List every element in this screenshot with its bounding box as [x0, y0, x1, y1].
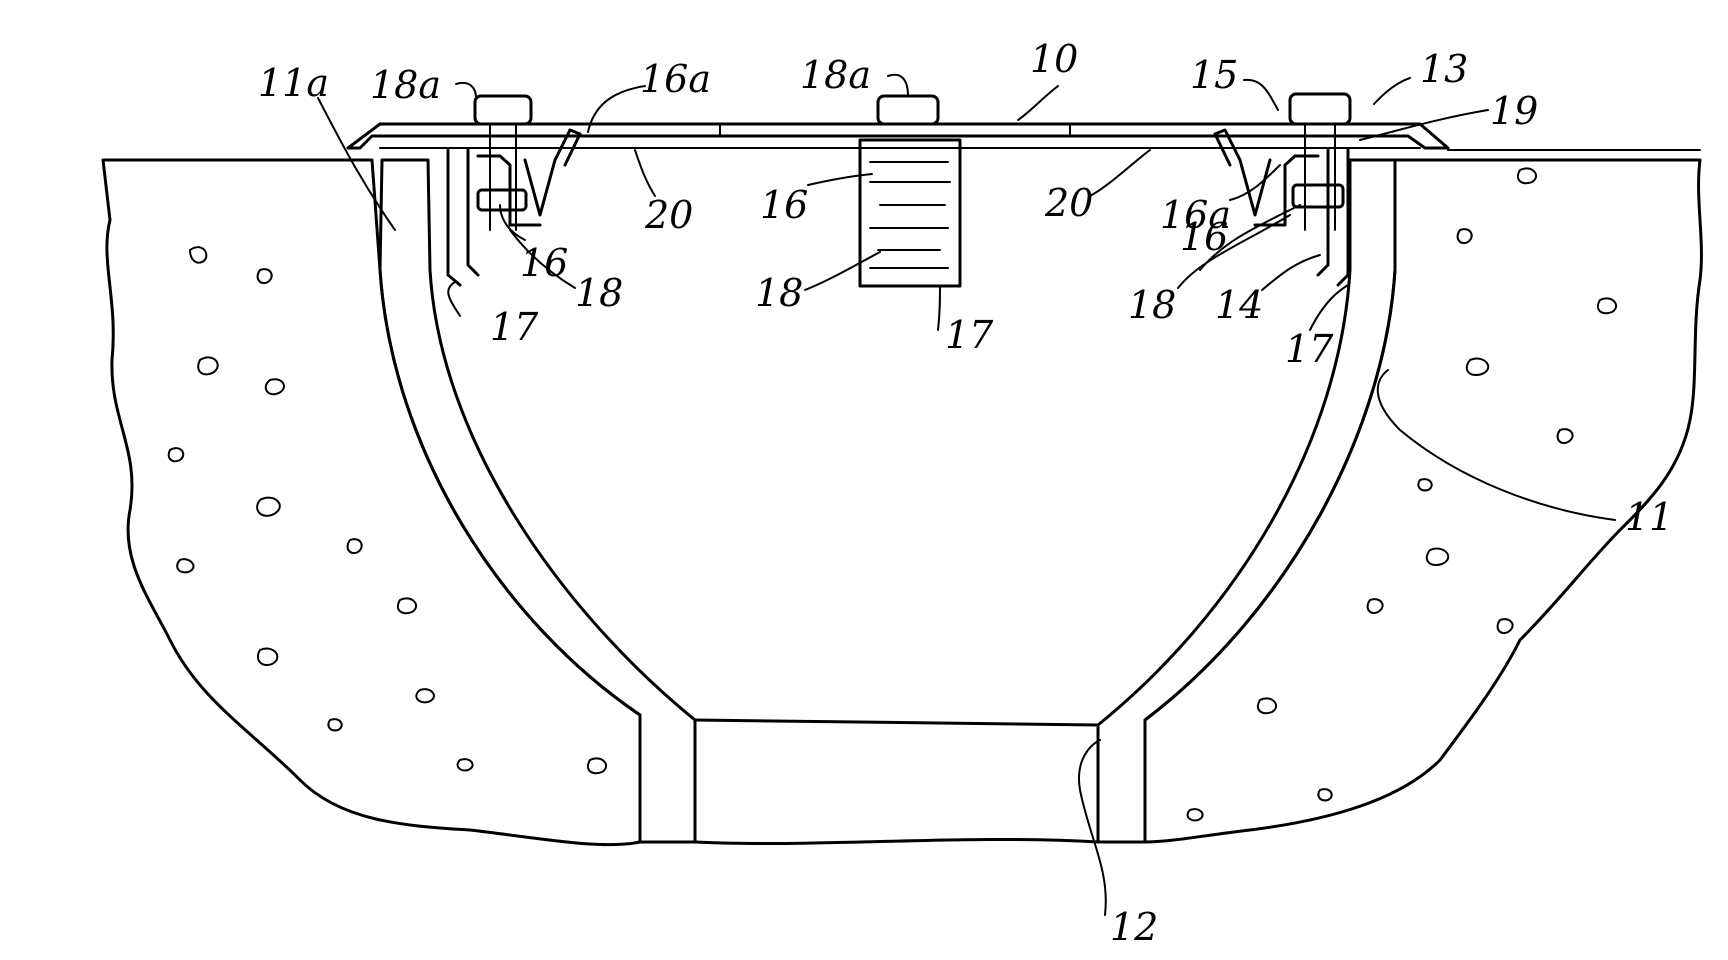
- label-14: 14: [1215, 283, 1263, 327]
- label-16-left: 16: [520, 241, 568, 285]
- label-12: 12: [1110, 905, 1158, 949]
- label-19: 19: [1490, 89, 1538, 133]
- label-10: 10: [1030, 37, 1078, 81]
- label-18a-center: 18a: [800, 53, 871, 97]
- label-11: 11: [1625, 495, 1673, 539]
- liner-right: [1098, 160, 1395, 842]
- leader-lines: [318, 75, 1615, 915]
- label-20-left: 20: [644, 193, 693, 237]
- channel-bottom-opening: [695, 720, 1098, 844]
- label-15: 15: [1190, 53, 1238, 97]
- label-17-center: 17: [945, 313, 994, 357]
- label-18-left: 18: [575, 271, 623, 315]
- label-13: 13: [1420, 47, 1468, 91]
- label-17-right: 17: [1285, 327, 1334, 371]
- label-17-left: 17: [490, 305, 539, 349]
- reference-labels: 11a 18a 16a 18a 10 15 13 19 20 16 20 16a…: [258, 37, 1673, 949]
- label-11a: 11a: [258, 61, 329, 105]
- label-16a-left: 16a: [640, 57, 711, 101]
- label-20-right: 20: [1044, 181, 1093, 225]
- concrete-aggregate-right: [1188, 168, 1617, 820]
- label-18-center: 18: [755, 271, 803, 315]
- label-18-right: 18: [1128, 283, 1176, 327]
- label-16-center: 16: [760, 183, 808, 227]
- label-18a-left: 18a: [370, 63, 441, 107]
- concrete-right: [1145, 160, 1701, 842]
- label-16-right: 16: [1180, 215, 1228, 259]
